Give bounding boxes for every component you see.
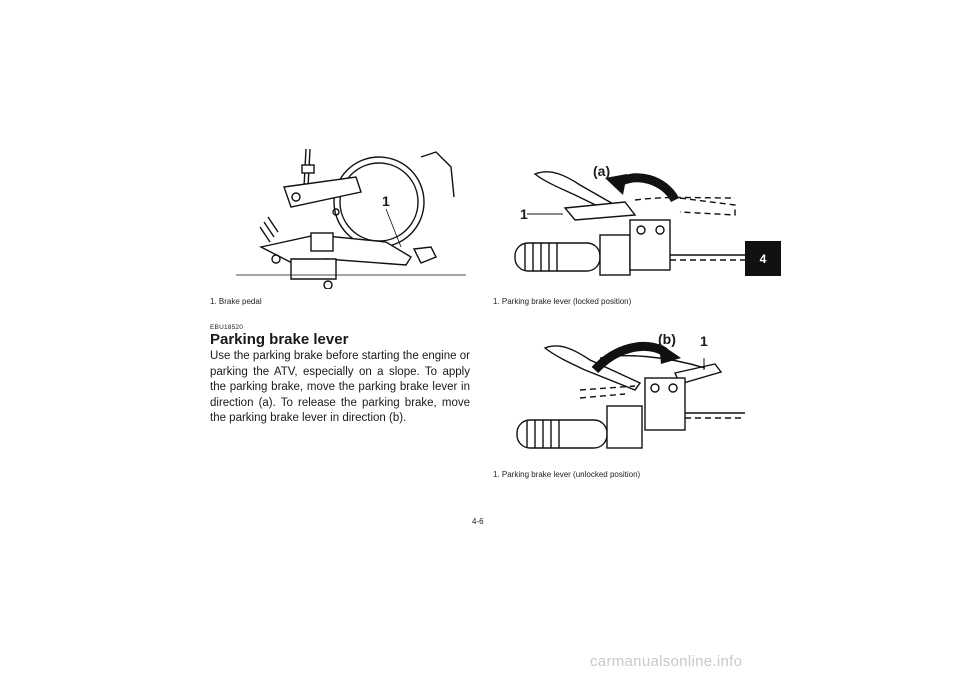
callout-number: 1 <box>700 333 708 349</box>
parking-lever-unlocked-illustration: (b) 1 <box>505 328 745 453</box>
page-number: 4-6 <box>472 517 484 526</box>
locked-caption: 1. Parking brake lever (locked position) <box>493 297 632 306</box>
unlocked-caption: 1. Parking brake lever (unlocked positio… <box>493 470 641 479</box>
section-title: Parking brake lever <box>210 331 349 348</box>
parking-lever-locked-illustration: (a) 1 <box>505 160 745 280</box>
direction-b-label: (b) <box>658 331 676 347</box>
direction-a-label: (a) <box>593 163 611 179</box>
section-body: Use the parking brake before starting th… <box>210 350 470 424</box>
chapter-tab: 4 <box>745 241 781 276</box>
watermark-text: carmanualsonline.info <box>590 653 743 670</box>
callout-number: 1 <box>520 206 528 222</box>
brake-pedal-illustration: 1 <box>236 147 466 289</box>
brake-pedal-caption: 1. Brake pedal <box>210 297 262 306</box>
callout-number: 1 <box>382 193 390 209</box>
section-code: EBU18520 <box>210 324 244 331</box>
